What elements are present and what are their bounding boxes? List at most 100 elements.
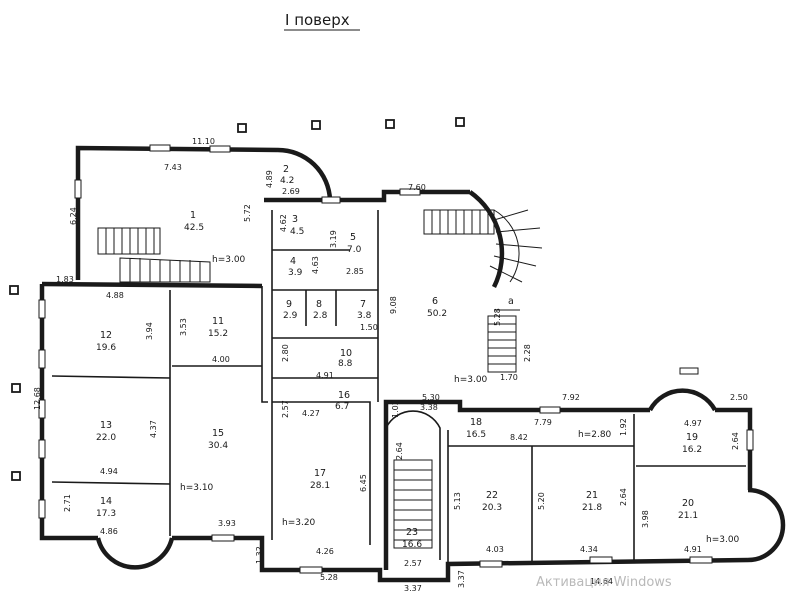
dimension-label: 1.92 [619,418,628,436]
dimension-label: 5.28 [320,573,338,582]
dimension-label: 5.20 [537,492,546,510]
dimension-label: 3.53 [179,318,188,336]
dimension-label: 2.57 [281,400,290,418]
dimension-label: 1.83 [56,275,74,284]
dimension-label: 4.34 [580,545,598,554]
height-label: h=3.10 [180,483,214,493]
dimension-label: 2.64 [731,432,740,450]
room-number: 9 [286,299,292,310]
room-area: 15.2 [208,329,228,339]
plan-title: I поверх [285,11,350,29]
dimension-label: 2.85 [346,267,364,276]
room-area: 19.6 [96,343,116,353]
room-area: 22.0 [96,433,116,443]
dimension-label: 6.45 [359,474,368,492]
room-number: 13 [100,420,112,431]
room-number: 14 [100,496,112,507]
dimension-label: 4.62 [279,214,288,232]
dimension-label: 4.94 [100,467,118,476]
dimension-label: 4.91 [684,545,702,554]
room-area: 2.8 [313,311,328,321]
dimension-label: 2.57 [404,559,422,568]
dimension-label: 4.37 [149,420,158,438]
room-number: 4 [290,256,296,267]
activation-watermark: Активация Windows [536,575,672,590]
dimension-label: 4.89 [265,170,274,188]
dimension-labels: 11.10 7.43 6.24 5.72 4.89 2.69 7.60 4.62… [33,137,748,593]
room-number: 3 [292,214,298,225]
dimension-label: 11.10 [192,137,215,146]
room-number: 20 [682,498,694,509]
dimension-label: 4.97 [684,419,702,428]
height-label: h=3.00 [454,375,488,385]
room-area: 3.9 [288,268,303,278]
room-number: 19 [686,432,698,443]
staircase-lines [97,209,543,549]
room-area: 50.2 [427,309,447,319]
dimension-label: 4.27 [302,409,320,418]
height-label: h=2.80 [578,430,612,440]
height-label: h=3.00 [212,255,246,265]
dimension-label: 2.64 [619,488,628,506]
room-number: 6 [432,296,438,307]
ceiling-heights: h=3.00 h=3.00 h=3.10 h=3.20 h=2.80 h=3.0… [180,255,740,545]
room-number: 22 [486,490,498,501]
dimension-label: 6.24 [69,207,78,225]
room-number: 17 [314,468,326,479]
dimension-label: 5.30 [422,393,440,402]
room-area: 17.3 [96,509,116,519]
dimension-label: 1.70 [500,373,518,382]
room-number: 16 [338,390,350,401]
dimension-label: 1.02 [391,400,400,418]
dimension-label: 3.94 [145,322,154,340]
room-area: 4.2 [280,176,294,186]
room-area: 30.4 [208,441,228,451]
inner-walls [51,210,746,562]
dimension-label: 7.92 [562,393,580,402]
room-area: 21.1 [678,511,698,521]
room-area: 42.5 [184,223,204,233]
dimension-label: 2.64 [395,442,404,460]
room-labels: 1 42.5 2 4.2 3 4.5 4 3.9 5 7.0 6 50.2 7 … [96,164,702,550]
dimension-label: 4.86 [100,527,118,536]
dimension-label: 1.50 [360,323,378,332]
dimension-label: 3.37 [457,570,466,588]
height-label: h=3.20 [282,518,316,528]
dimension-label: 7.79 [534,418,552,427]
room-area: 16.5 [466,430,486,440]
room-number: 1 [190,210,196,221]
room-area: 3.8 [357,311,372,321]
dimension-label: 8.42 [510,433,528,442]
room-number: 23 [406,527,418,538]
room-area: 28.1 [310,481,330,491]
dimension-label: 4.26 [316,547,334,556]
room-number: 10 [340,348,352,359]
dimension-label: 4.00 [212,355,230,364]
dimension-label: 2.80 [281,344,290,362]
outer-walls [39,145,786,583]
room-number: 8 [316,299,322,310]
dimension-label: 3.98 [641,510,650,528]
room-area: 2.9 [283,311,298,321]
reference-marks [9,117,465,481]
dimension-label: 3.38 [420,403,438,412]
dimension-label: 2.71 [63,494,72,512]
room-area: 7.0 [347,245,362,255]
dimension-label: 1.32 [255,546,264,564]
room-number: 2 [283,164,289,175]
room-area: 6.7 [335,402,349,412]
dimension-label: 5.28 [493,308,502,326]
room-area: 20.3 [482,503,502,513]
room-number: 5 [350,232,356,243]
dimension-label: 7.43 [164,163,182,172]
dimension-label: 2.50 [730,393,748,402]
dimension-label: 3.93 [218,519,236,528]
room-area: 4.5 [290,227,304,237]
dimension-label: 9.08 [389,296,398,314]
dimension-label: 5.72 [243,204,252,222]
room-area: 8.8 [338,359,353,369]
room-area: 16.2 [682,445,702,455]
room-number: 12 [100,330,112,341]
